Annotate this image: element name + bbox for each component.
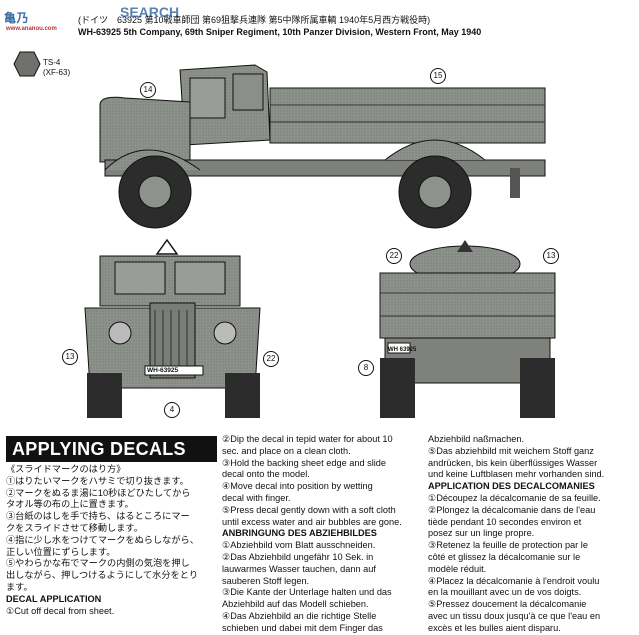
callout-4-front: 4 — [164, 402, 180, 418]
callout-13-front: 13 — [62, 349, 78, 365]
site-logo: 亀乃 — [4, 11, 30, 25]
instructions-column-1: 《スライドマークのはり方》 ①はりたいマークをハサミで切り抜きます。 ②マークを… — [6, 464, 216, 617]
callout-22-rear: 22 — [386, 248, 402, 264]
en-title: DECAL APPLICATION — [6, 593, 102, 604]
instructions-column-2: ②Dip the decal in tepid water for about … — [222, 434, 420, 635]
callout-22-front: 22 — [263, 351, 279, 367]
truck-side-view — [99, 64, 546, 229]
jp-title: 《スライドマークのはり方》 — [6, 464, 126, 474]
front-plate: WH-63925 — [147, 367, 179, 374]
de-title: ANBRINGUNG DES ABZIEHBILDES — [222, 528, 377, 539]
callout-13-rear: 13 — [543, 248, 559, 264]
header-japanese: (ドイツ 63925 第10戦車師団 第69狙撃兵連隊 第5中隊所属車輌 194… — [78, 15, 431, 25]
header-english: WH-63925 5th Company, 69th Sniper Regime… — [78, 27, 482, 37]
callout-14: 14 — [140, 82, 156, 98]
applying-decals-title: APPLYING DECALS — [6, 436, 217, 462]
paint-code-label: TS-4(XF-63) — [43, 58, 71, 77]
paint-swatch-icon — [13, 51, 41, 77]
truck-rear-view — [379, 240, 556, 418]
truck-front-view — [84, 238, 261, 418]
fr-title: APPLICATION DES DECALCOMANIES — [428, 481, 595, 492]
instructions-column-3: Abziehbild naßmachen. ⑤Das abziehbild mi… — [428, 434, 633, 635]
watermark-text: SEARCH — [120, 4, 180, 20]
site-logo-url: www.ananou.com — [6, 26, 57, 32]
callout-15: 15 — [430, 68, 446, 84]
rear-plate: WH 63925 — [388, 347, 417, 353]
callout-8-rear: 8 — [358, 360, 374, 376]
